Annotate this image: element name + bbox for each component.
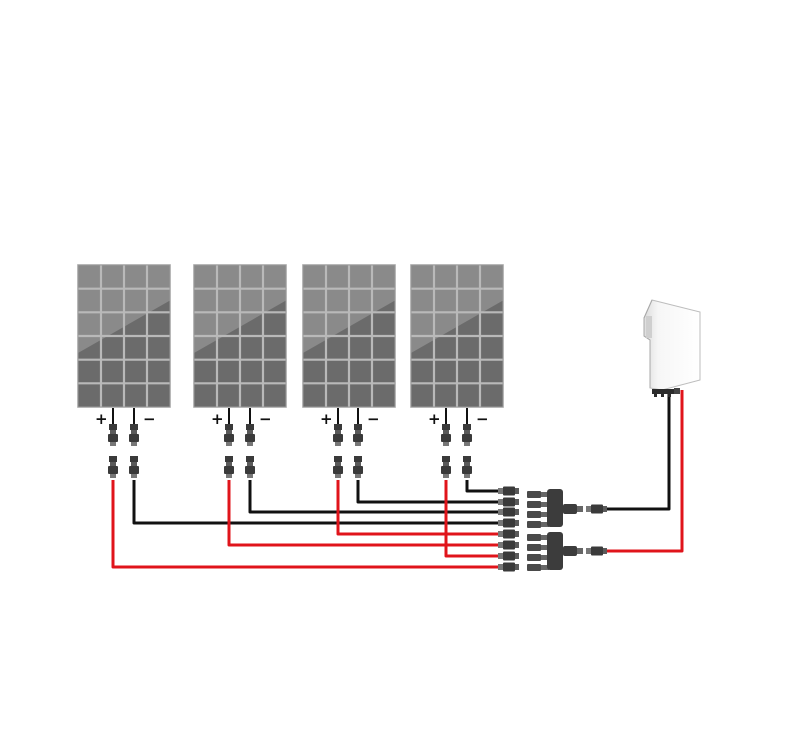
negative-terminal-label: −: [476, 410, 489, 428]
positive-terminal-label: +: [95, 410, 108, 428]
mc4-connector-icon: [498, 497, 519, 507]
wiring: [111, 390, 684, 569]
mc4-connector-icon: [586, 546, 607, 556]
negative-terminal-label: −: [259, 410, 272, 428]
positive-wire-1: [111, 480, 500, 569]
negative-wire-3: [356, 480, 500, 504]
mc4-connector-icon: [353, 424, 363, 446]
positive-terminal-label: +: [211, 410, 224, 428]
negative-wire-2: [248, 480, 500, 514]
y-branch-connector-icon: [527, 532, 583, 571]
positive-wire-3: [336, 480, 500, 536]
solar-panels: + − + − + − + −: [77, 264, 504, 428]
negative-terminal-label: −: [367, 410, 380, 428]
mc4-connector-icon: [441, 456, 451, 478]
mc4-connector-icon: [462, 424, 472, 446]
positive-trunk-wire: [604, 390, 684, 553]
mc4-connector-icon: [586, 504, 607, 514]
mc4-connector-icon: [498, 562, 519, 572]
mc4-connector-icon: [108, 456, 118, 478]
negative-trunk-wire: [604, 390, 671, 511]
inverter-icon: [643, 299, 701, 397]
negative-wire-1: [132, 480, 500, 525]
mc4-connector-icon: [333, 456, 343, 478]
mc4-connector-icon: [498, 540, 519, 550]
solar-panel-icon: [302, 264, 396, 408]
positive-wire-4: [444, 480, 500, 558]
mc4-connector-icon: [245, 456, 255, 478]
positive-terminal-label: +: [320, 410, 333, 428]
mc4-connector-icon: [353, 456, 363, 478]
mc4-connector-icon: [462, 456, 472, 478]
positive-wire-2: [227, 480, 500, 547]
mc4-connector-icon: [498, 507, 519, 517]
mc4-connector-icon: [441, 424, 451, 446]
negative-terminal-label: −: [143, 410, 156, 428]
mc4-connector-icon: [245, 424, 255, 446]
mc4-connector-icon: [498, 529, 519, 539]
mc4-connector-icon: [498, 486, 519, 496]
positive-terminal-label: +: [428, 410, 441, 428]
panel-connectors: [108, 424, 472, 478]
mc4-connector-icon: [224, 424, 234, 446]
mc4-connector-icon: [129, 424, 139, 446]
solar-panel-icon: [193, 264, 287, 408]
solar-panel-icon: [77, 264, 171, 408]
y-branch-connector-icon: [527, 489, 583, 528]
mc4-connector-icon: [498, 518, 519, 528]
mc4-connector-icon: [129, 456, 139, 478]
negative-wire-4: [465, 480, 500, 493]
mc4-connector-icon: [333, 424, 343, 446]
mc4-connector-icon: [498, 551, 519, 561]
solar-panel-icon: [410, 264, 504, 408]
branch-connectors: [498, 486, 607, 572]
mc4-connector-icon: [224, 456, 234, 478]
mc4-connector-icon: [108, 424, 118, 446]
